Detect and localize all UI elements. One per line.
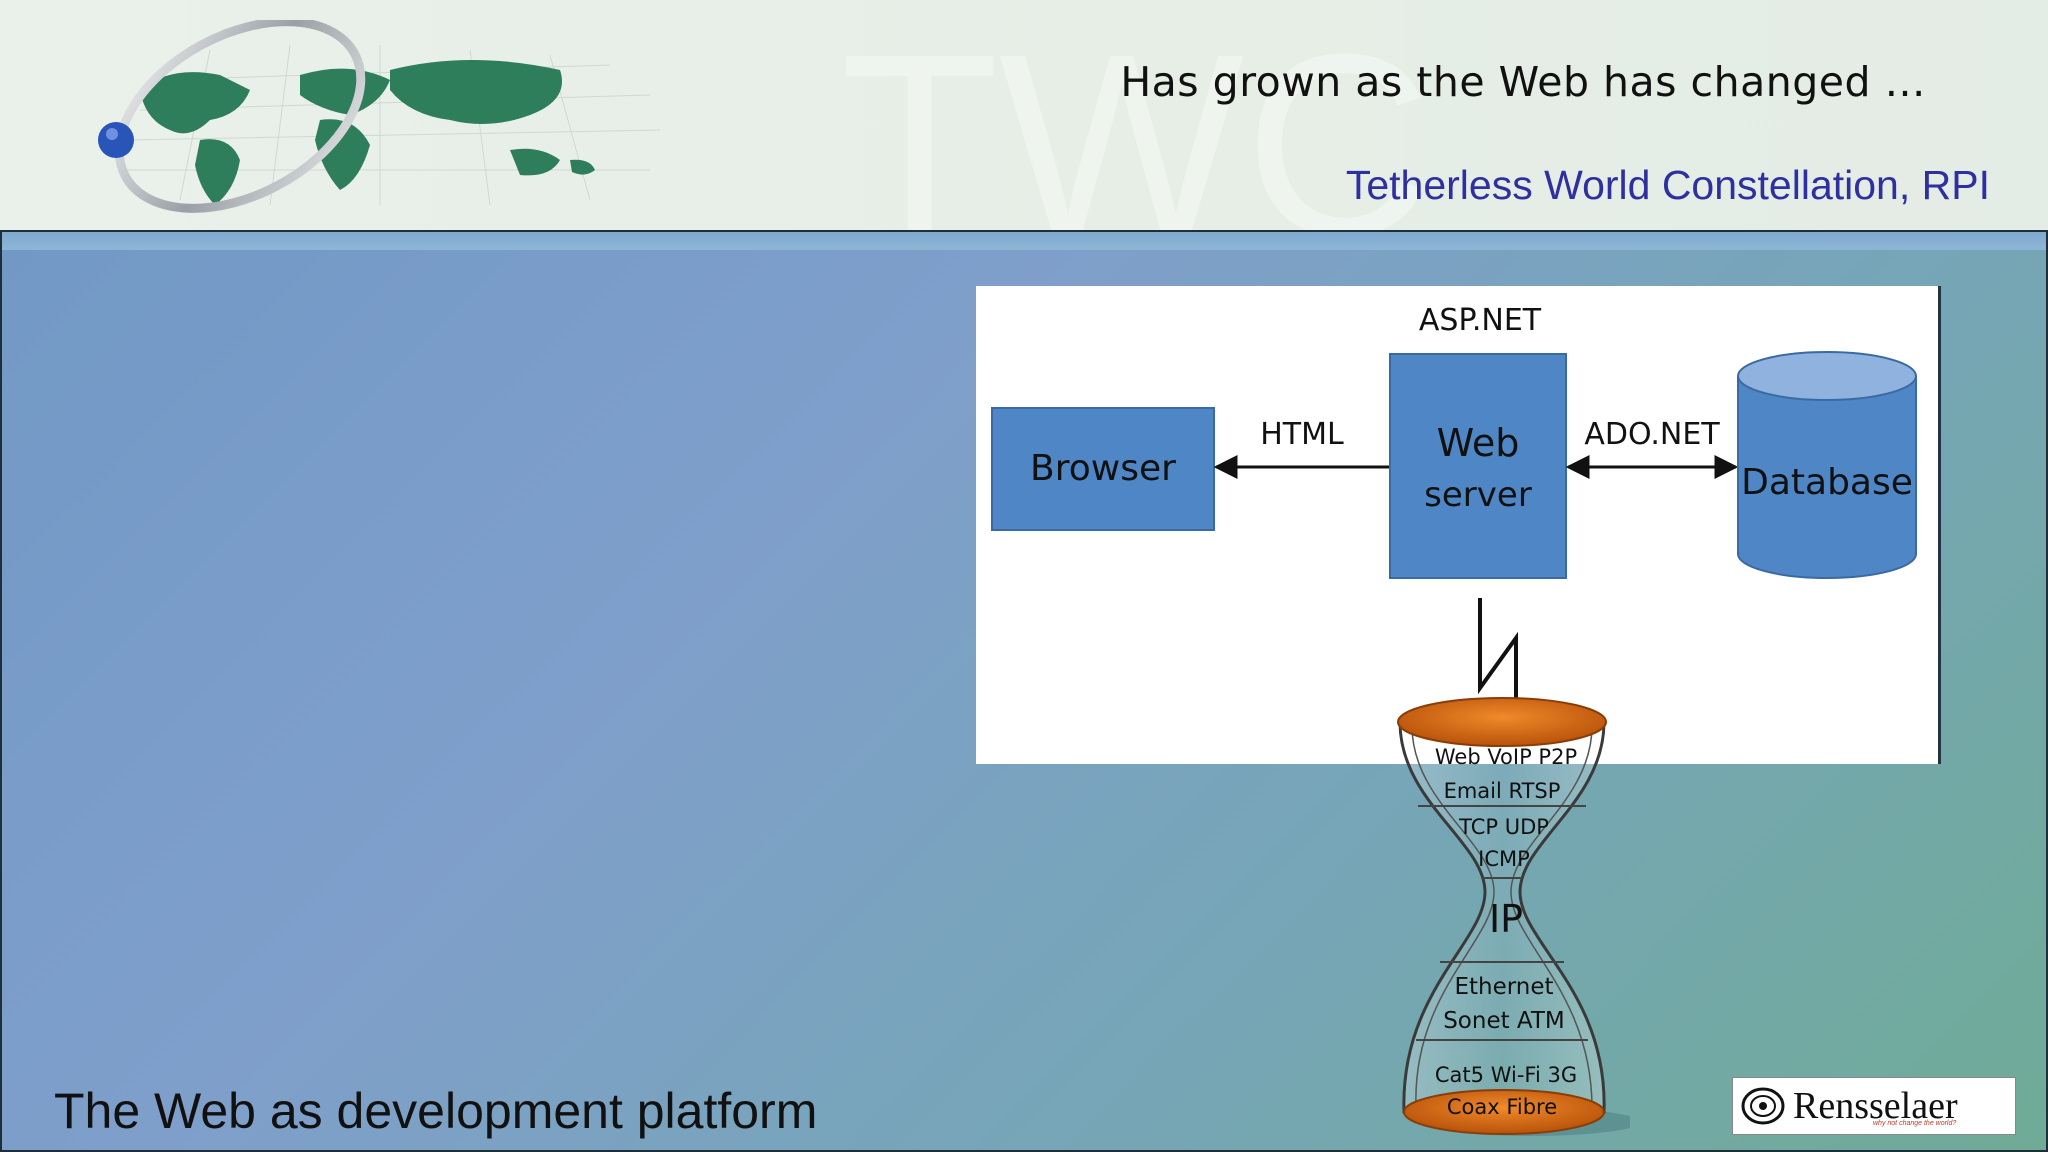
hourglass-top-cap [1397, 697, 1607, 747]
browser-box [991, 407, 1215, 531]
database-label: Database [1741, 462, 1913, 503]
browser-label: Browser [1030, 448, 1176, 489]
frame-left [0, 232, 2, 1152]
stack-row-apps: Web VoIP P2P [1435, 745, 1577, 769]
frame-bottom [0, 1150, 2048, 1152]
header-band [0, 232, 2048, 250]
stack-row-ethernet: Ethernet [1454, 974, 1553, 1000]
rensselaer-seal-icon [1741, 1087, 1785, 1125]
twc-watermark: TWC [840, 10, 1432, 240]
header-divider [0, 230, 2048, 232]
svg-text:TWC: TWC [840, 10, 1432, 240]
stack-row-ip: IP [1489, 897, 1523, 941]
ado-net-label: ADO.NET [1584, 417, 1720, 452]
slide-subtitle: Has grown as the Web has changed … [1120, 58, 1926, 106]
stack-row-sonet: Sonet ATM [1443, 1008, 1565, 1034]
webserver-label-line1: Web [1437, 421, 1520, 465]
world-map-logo [98, 20, 661, 213]
stack-row-email: Email RTSP [1444, 779, 1561, 803]
asp-net-label: ASP.NET [1419, 303, 1542, 338]
protocol-hourglass: Web VoIP P2P Email RTSP TCP UDP ICMP IP … [1397, 697, 1630, 1136]
stack-row-transport: TCP UDP [1458, 815, 1549, 839]
hourglass-bottom-cap [1403, 1089, 1605, 1135]
slide-title: The Web as development platform [54, 1083, 818, 1139]
stack-row-media: Coax Fibre [1447, 1095, 1557, 1119]
webserver-box [1389, 353, 1567, 579]
rensselaer-name: Rensselaer [1793, 1085, 1958, 1127]
group-name: Tetherless World Constellation, RPI [1345, 162, 1990, 208]
architecture-diagram-svg: ASP.NET Browser HTML Web server ADO.NET … [991, 303, 1917, 716]
rensselaer-logo: Rensselaer why not change the world? [1732, 1077, 2016, 1135]
stack-row-physical: Cat5 Wi-Fi 3G [1435, 1063, 1577, 1087]
html-label: HTML [1260, 417, 1344, 452]
rensselaer-tagline: why not change the world? [1873, 1120, 1957, 1127]
webserver-label-line2: server [1424, 475, 1532, 515]
lightning-link [1478, 598, 1518, 716]
frame-right [2046, 232, 2048, 1152]
database-cylinder [1737, 351, 1917, 579]
architecture-diagram: ASP.NET Browser HTML Web server ADO.NET … [976, 286, 1941, 764]
stack-row-icmp: ICMP [1478, 847, 1530, 871]
